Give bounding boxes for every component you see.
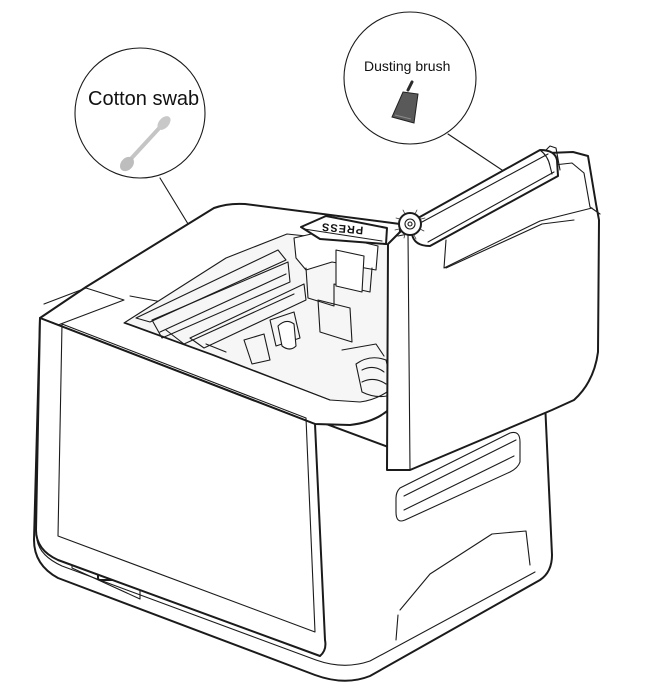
press-button[interactable] [300,215,388,245]
cotton-swab-callout [74,47,206,179]
dusting-brush-callout [343,11,477,145]
cotton-swab-icon [120,116,171,172]
dusting-brush-label: Dusting brush [364,58,451,74]
printer-lid [386,145,601,522]
cotton-swab-label: Cotton swab [88,88,200,110]
dusting-brush-icon [391,80,419,124]
